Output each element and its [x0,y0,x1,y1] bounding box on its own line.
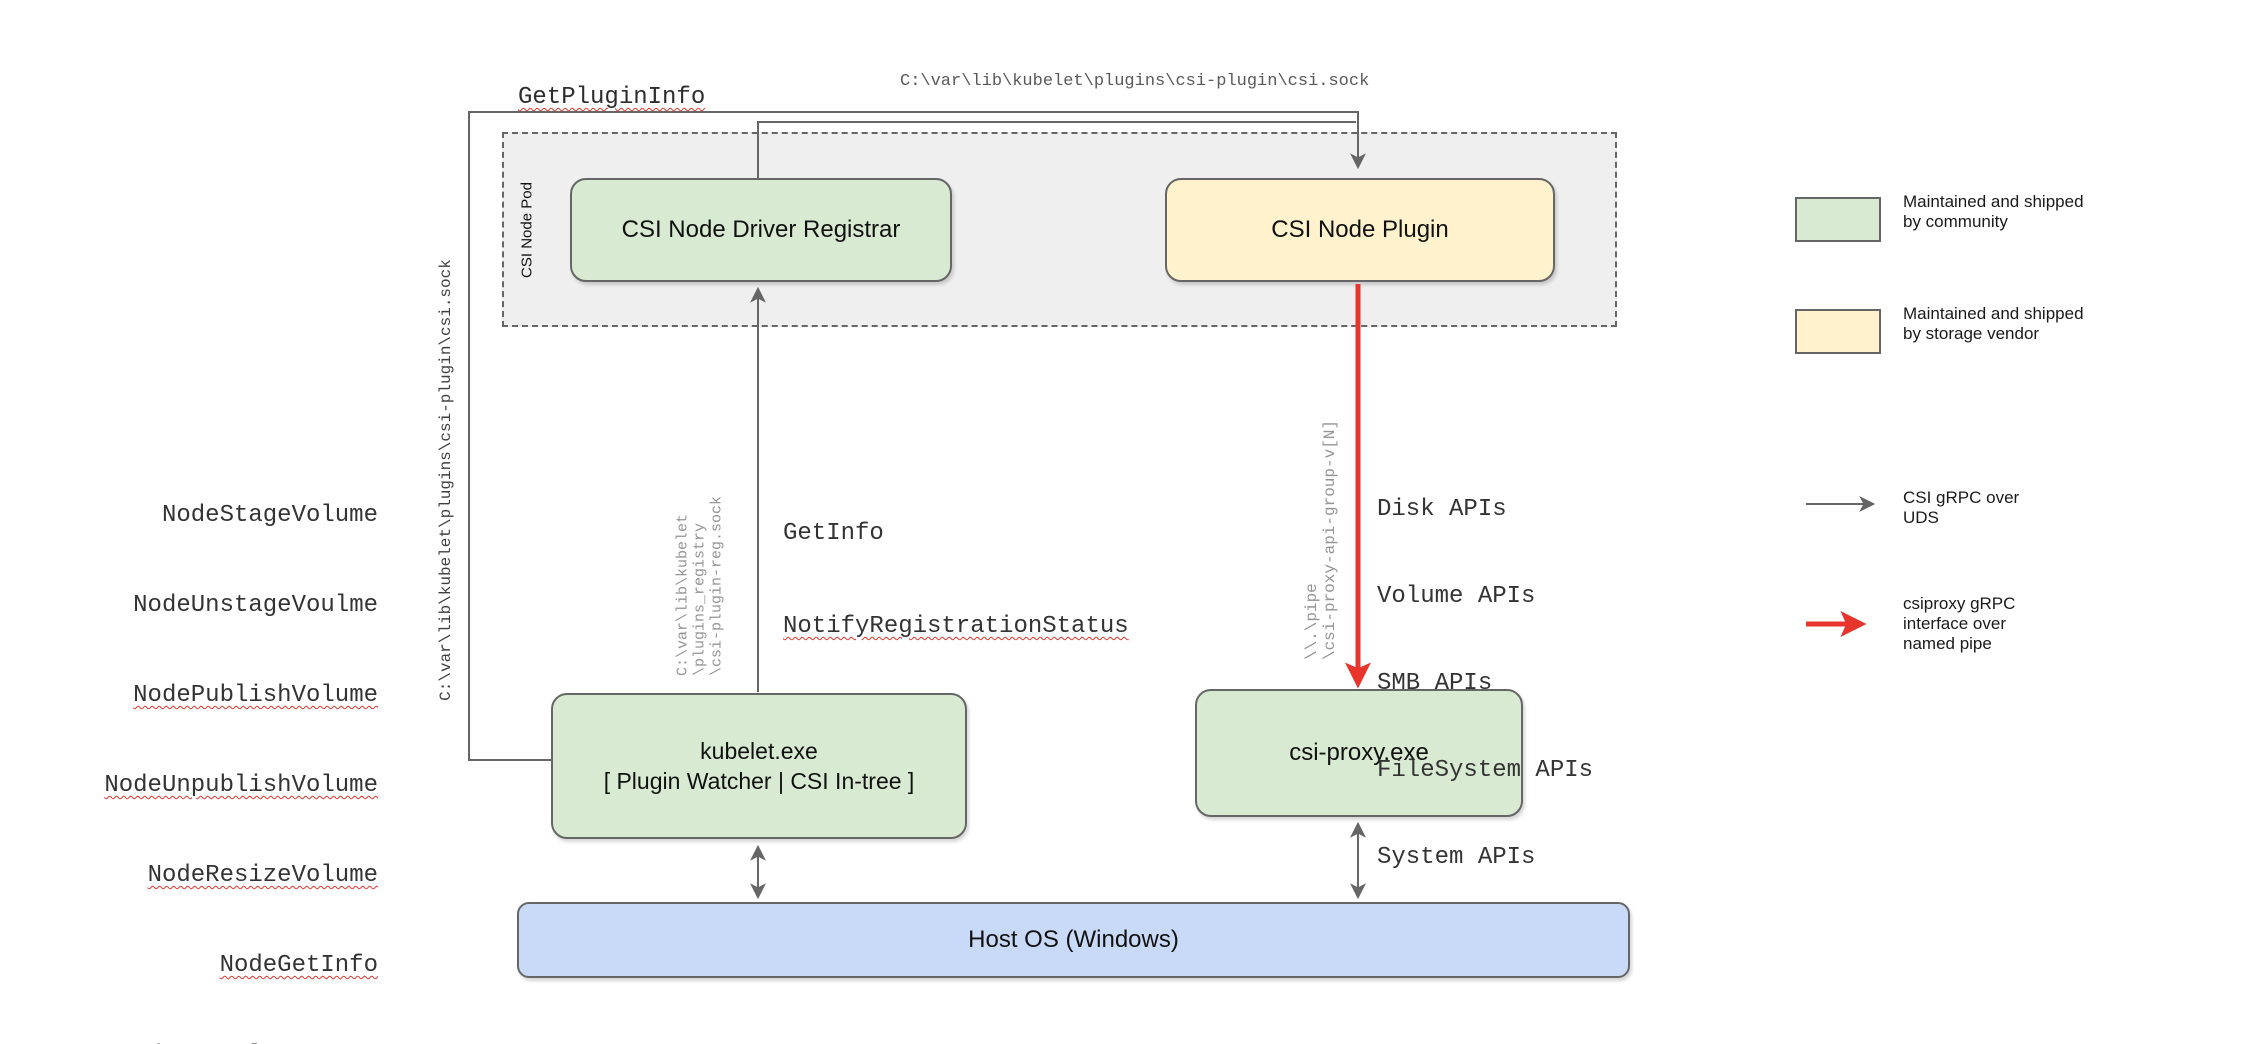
legend-vendor-swatch [1795,309,1881,354]
host-os-label: Host OS (Windows) [968,926,1179,953]
legend-line: Maintained and shipped [1903,192,2084,211]
node-rpc-item: NodeUnpublishVolume [104,772,378,799]
kubelet-box: kubelet.exe [ Plugin Watcher | CSI In-tr… [551,693,967,839]
pipe-path-line: \csi-proxy-api-group-v[N] [1321,419,1339,661]
proxy-api-item: SMB APIs [1377,670,1493,697]
legend-line: Maintained and shipped [1903,304,2084,323]
get-info-label: GetInfo [783,520,884,547]
proxy-api-item: Volume APIs [1377,583,1536,610]
plugin-label: CSI Node Plugin [1271,216,1449,243]
node-rpc-item: NodeResizeVolume [147,862,378,889]
node-rpc-item: NodeUnstageVoulme [133,592,378,619]
plugin-registry-path-label: C:\var\lib\kubelet \plugins_registry \cs… [675,496,726,676]
proxy-api-list: Disk APIs Volume APIs SMB APIs FileSyste… [1377,437,1593,930]
host-os-box: Host OS (Windows) [517,902,1630,978]
legend-line: named pipe [1903,634,1992,653]
registration-calls-label: GetInfo NotifyRegistrationStatus [783,456,1129,704]
proxy-api-item: System APIs [1377,844,1536,871]
legend-line: CSI gRPC over [1903,488,2020,507]
legend-vendor-text: Maintained and shipped by storage vendor [1903,304,2084,344]
csi-sock-path-left-label: C:\var\lib\kubelet\plugins\csi-plugin\cs… [437,259,455,701]
csi-sock-path-top-label: C:\var\lib\kubelet\plugins\csi-plugin\cs… [900,72,1370,91]
node-rpc-item: NodePublishVolume [133,682,378,709]
registrar-label: CSI Node Driver Registrar [621,216,901,243]
kubelet-label-line2: [ Plugin Watcher | CSI In-tree ] [603,768,915,794]
get-plugin-info-label: GetPluginInfo [518,84,706,111]
named-pipe-path-label: \\.\pipe \csi-proxy-api-group-v[N] [1303,420,1339,660]
legend-line: by storage vendor [1903,324,2040,343]
csi-node-plugin-box: CSI Node Plugin [1165,178,1555,282]
proxy-api-item: FileSystem APIs [1377,757,1594,784]
registry-path-line: \plugins_registry [691,522,709,677]
kubelet-label-line1: kubelet.exe [700,738,818,764]
legend-uds-text: CSI gRPC over UDS [1903,488,2019,528]
legend-community-text: Maintained and shipped by community [1903,192,2084,232]
pipe-path-line: \\.\pipe [1303,583,1321,661]
node-rpc-list: NodeStageVolume NodeUnstageVoulme NodePu… [100,441,378,1044]
legend-line: interface over [1903,614,2006,633]
csi-node-driver-registrar-box: CSI Node Driver Registrar [570,178,952,282]
legend-line: UDS [1903,508,1939,527]
csi-node-pod-label: CSI Node Pod [518,182,536,278]
notify-registration-status-label: NotifyRegistrationStatus [783,613,1129,640]
registry-path-line: \csi-plugin-reg.sock [708,495,726,677]
legend-line: csiproxy gRPC [1903,594,2016,613]
node-rpc-item: NodeGetVolumeStats [100,1041,378,1044]
proxy-api-item: Disk APIs [1377,496,1507,523]
registry-path-line: C:\var\lib\kubelet [674,513,692,677]
node-rpc-item: NodeGetInfo [219,952,378,979]
node-rpc-item: NodeStageVolume [161,502,378,529]
legend-line: by community [1903,212,2008,231]
legend-namedpipe-text: csiproxy gRPC interface over named pipe [1903,594,2015,654]
legend-community-swatch [1795,197,1881,242]
